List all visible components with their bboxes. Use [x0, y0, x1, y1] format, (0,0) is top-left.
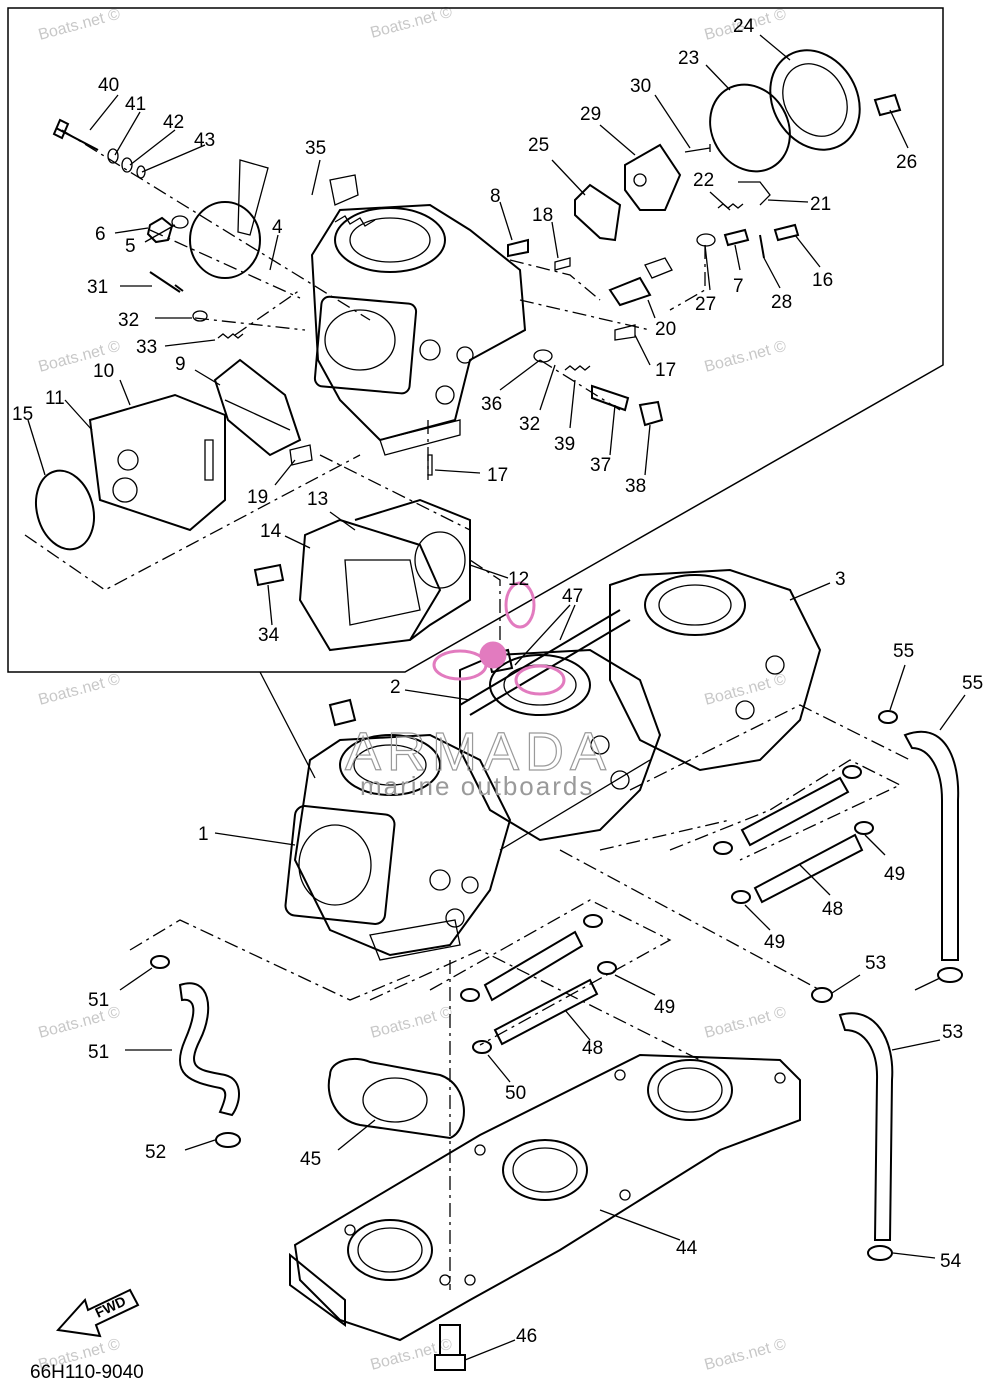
callout-55a: 55	[893, 641, 914, 662]
callout-49d: 50	[505, 1083, 526, 1104]
callout-6: 6	[95, 224, 106, 245]
callout-52: 53	[942, 1022, 963, 1043]
fwd-arrow-icon: FWD	[56, 1288, 140, 1338]
callout-35: 35	[305, 138, 326, 159]
callout-4: 4	[272, 217, 283, 238]
callout-51a: 51	[88, 990, 109, 1011]
watermark-text: Boats.net ©	[37, 671, 123, 709]
callout-43: 43	[194, 130, 215, 151]
carburetor-bank	[284, 568, 822, 961]
callout-15: 15	[12, 404, 33, 425]
callout-37: 37	[590, 455, 611, 476]
detail-frame	[7, 7, 944, 673]
callout-7: 7	[733, 276, 744, 297]
callout-38: 38	[625, 476, 646, 497]
callout-13: 13	[307, 489, 328, 510]
callout-16: 16	[812, 270, 833, 291]
callout-40: 40	[98, 75, 119, 96]
callout-46: 46	[516, 1326, 537, 1347]
brand-tagline: marine outboards	[360, 771, 594, 801]
leader-lines	[27, 34, 966, 1361]
callout-11: 11	[45, 388, 65, 409]
callout-labels: 1 2 3 4 5 6 7 8 9 10 11 12 13 14 15 16 1…	[12, 16, 983, 1347]
callout-41: 41	[125, 94, 146, 115]
callout-32a: 32	[118, 310, 139, 331]
callout-14: 14	[260, 521, 282, 542]
callout-49c: 49	[654, 997, 675, 1018]
callout-20: 20	[655, 319, 676, 340]
callout-8: 8	[490, 186, 501, 207]
callout-31: 31	[87, 277, 108, 298]
watermark-text: Boats.net ©	[369, 4, 455, 42]
callout-22: 22	[693, 170, 714, 191]
callout-2: 2	[390, 677, 401, 698]
callout-33: 33	[136, 337, 157, 358]
callout-36: 36	[481, 394, 502, 415]
detail-pointer-line	[259, 671, 316, 779]
callout-17b: 17	[487, 465, 508, 486]
callout-32b: 32	[519, 414, 540, 435]
brand-name: ARMADA	[345, 722, 612, 782]
callout-12: 12	[508, 569, 529, 590]
callout-17a: 17	[655, 360, 676, 381]
callout-19: 19	[247, 487, 268, 508]
assembly-lines-upper	[24, 129, 706, 640]
callout-3: 3	[835, 569, 846, 590]
brand-watermark: ARMADA marine outboards	[344, 581, 612, 801]
callout-44: 44	[676, 1238, 698, 1259]
callout-27: 27	[695, 294, 716, 315]
callout-24: 24	[733, 16, 755, 37]
callout-34: 34	[258, 625, 280, 646]
callout-18: 18	[532, 205, 553, 226]
callout-39: 39	[554, 434, 575, 455]
callout-53a: 53	[865, 953, 886, 974]
hoses-and-clips	[150, 710, 963, 1261]
callout-26: 26	[896, 152, 917, 173]
callout-30: 30	[630, 76, 651, 97]
callout-5: 5	[125, 236, 136, 257]
callout-21: 21	[810, 194, 831, 215]
callout-45: 45	[300, 1149, 321, 1170]
callout-29: 29	[580, 104, 601, 125]
watermark-layer: Boats.net © Boats.net © Boats.net © Boat…	[37, 4, 789, 1374]
watermark-text: Boats.net ©	[703, 338, 789, 376]
callout-54: 55	[962, 673, 983, 694]
assembly-lines-lower	[129, 704, 911, 1290]
watermark-text: Boats.net ©	[37, 6, 123, 44]
callout-28: 28	[771, 292, 792, 313]
callout-53b: 54	[940, 1251, 962, 1272]
diagram-code: 66H110-9040	[30, 1362, 144, 1383]
callout-50: 51	[88, 1042, 109, 1063]
watermark-text: Boats.net ©	[37, 1004, 123, 1042]
callout-1: 1	[198, 824, 209, 845]
callout-42: 42	[163, 112, 184, 133]
callout-23: 23	[678, 48, 699, 69]
callout-10: 10	[93, 361, 114, 382]
watermark-text: Boats.net ©	[369, 1004, 455, 1042]
carburetor-detail	[35, 49, 902, 652]
watermark-text: Boats.net ©	[703, 671, 789, 709]
intake-manifold	[289, 1053, 801, 1371]
watermark-text: Boats.net ©	[703, 1336, 789, 1374]
callout-48a: 48	[822, 899, 843, 920]
watermark-text: Boats.net ©	[703, 1004, 789, 1042]
callout-9: 9	[175, 354, 186, 375]
callout-47: 47	[562, 586, 583, 607]
fwd-label: FWD	[93, 1293, 129, 1321]
callout-25: 25	[528, 135, 549, 156]
callout-49b: 49	[764, 932, 785, 953]
callout-49a: 49	[884, 864, 905, 885]
propeller-logo-icon	[432, 581, 566, 696]
callout-48b: 48	[582, 1038, 603, 1059]
callout-51b: 52	[145, 1142, 166, 1163]
